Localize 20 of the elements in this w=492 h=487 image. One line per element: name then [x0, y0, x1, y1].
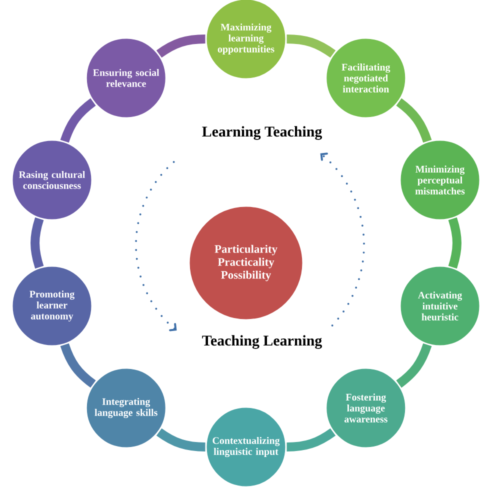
ring-segment [396, 343, 432, 388]
ring-segment [286, 428, 336, 452]
ring-segment [448, 217, 462, 269]
circle-node: Ensuring social relevance [85, 37, 167, 119]
ring-segment [60, 98, 96, 143]
circle-node: Minimizing perceptual mismatches [399, 139, 481, 221]
circle-node: Promoting learner autonomy [11, 265, 93, 347]
ring-segment [156, 428, 206, 452]
circle-node: Fostering language awareness [325, 367, 407, 449]
ring-segment [30, 217, 44, 269]
diagram-label: Teaching Learning [202, 335, 322, 349]
ring-segment [286, 34, 336, 58]
circle-node: Activating intuitive heuristic [399, 265, 481, 347]
ring-segment [60, 343, 96, 388]
ring-segment [396, 98, 432, 143]
circle-node: Facilitating negotiated interaction [325, 37, 407, 119]
ring-segment [156, 34, 206, 58]
diagram-label: Learning Teaching [202, 126, 322, 140]
circle-node: Integrating language skills [85, 367, 167, 449]
circle-node: Rasing cultural consciousness [11, 139, 93, 221]
